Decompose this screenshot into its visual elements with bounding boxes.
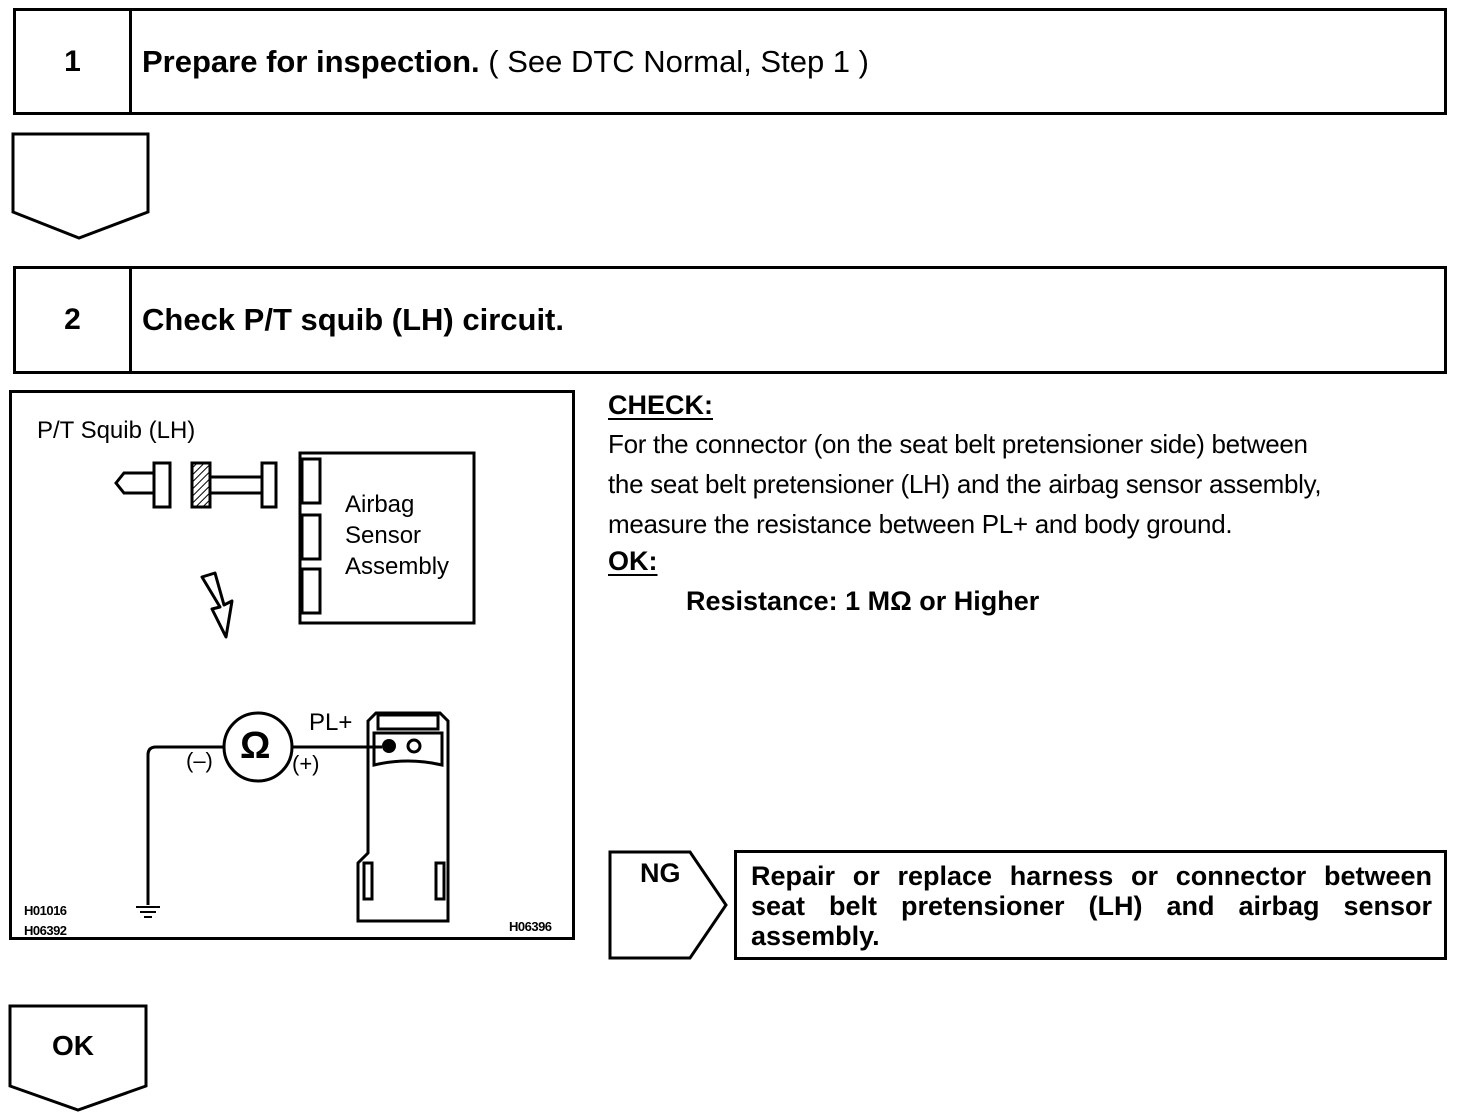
negative-label: (–) bbox=[186, 748, 213, 773]
ok-arrow-label: OK bbox=[52, 1030, 94, 1061]
ng-action-box: Repair or replace harness or connector b… bbox=[734, 850, 1447, 960]
check-header: CHECK: bbox=[608, 390, 713, 420]
resistance-spec: Resistance: 1 MΩ or Higher bbox=[686, 586, 1040, 616]
check-line-3: measure the resistance between PL+ and b… bbox=[608, 509, 1233, 539]
flow-arrow-down bbox=[11, 132, 150, 240]
ng-arrow bbox=[608, 850, 728, 960]
step-1-title: Prepare for inspection. ( See DTC Normal… bbox=[142, 11, 869, 112]
step-2-box: 2 Check P/T squib (LH) circuit. bbox=[13, 266, 1447, 374]
sensor-label-line-2: Sensor bbox=[345, 522, 422, 549]
circuit-diagram: P/T Squib (LH) Airbag Sensor Assembly Ω … bbox=[9, 390, 575, 940]
step-1-number: 1 bbox=[16, 11, 132, 112]
step-1-title-text: Prepare for inspection. bbox=[142, 43, 480, 79]
check-line-2: the seat belt pretensioner (LH) and the … bbox=[608, 469, 1322, 499]
figure-code-2: H06392 bbox=[24, 923, 67, 938]
hollow-arrow-down-icon bbox=[200, 571, 234, 639]
pl-plus-label: PL+ bbox=[309, 709, 353, 736]
airbag-sensor-box bbox=[298, 451, 476, 625]
diagram-drawing bbox=[114, 451, 476, 923]
pretensioner-connector-icon bbox=[356, 711, 450, 923]
positive-label: (+) bbox=[292, 751, 320, 776]
ng-label: NG bbox=[640, 858, 681, 888]
ohm-symbol: Ω bbox=[240, 725, 271, 767]
figure-code-right: H06396 bbox=[509, 919, 552, 934]
step-1-reference: ( See DTC Normal, Step 1 ) bbox=[488, 43, 869, 79]
squib-connector-icon bbox=[114, 461, 278, 509]
check-line-1: For the connector (on the seat belt pret… bbox=[608, 429, 1308, 459]
ok-header: OK: bbox=[608, 546, 658, 576]
ground-icon bbox=[136, 906, 160, 918]
step-2-title: Check P/T squib (LH) circuit. bbox=[142, 302, 564, 337]
step-2-number: 2 bbox=[16, 269, 132, 371]
figure-code-1: H01016 bbox=[24, 903, 67, 918]
ng-action-text: Repair or replace harness or connector b… bbox=[751, 861, 1432, 951]
squib-label: P/T Squib (LH) bbox=[37, 417, 196, 444]
step-1-box: 1 Prepare for inspection. ( See DTC Norm… bbox=[13, 8, 1447, 115]
ohmmeter-icon bbox=[146, 711, 382, 905]
ok-arrow bbox=[8, 1004, 148, 1112]
pl-plus-terminal bbox=[382, 739, 396, 753]
sensor-label-line-1: Airbag bbox=[345, 491, 415, 518]
sensor-label-line-3: Assembly bbox=[345, 553, 450, 580]
